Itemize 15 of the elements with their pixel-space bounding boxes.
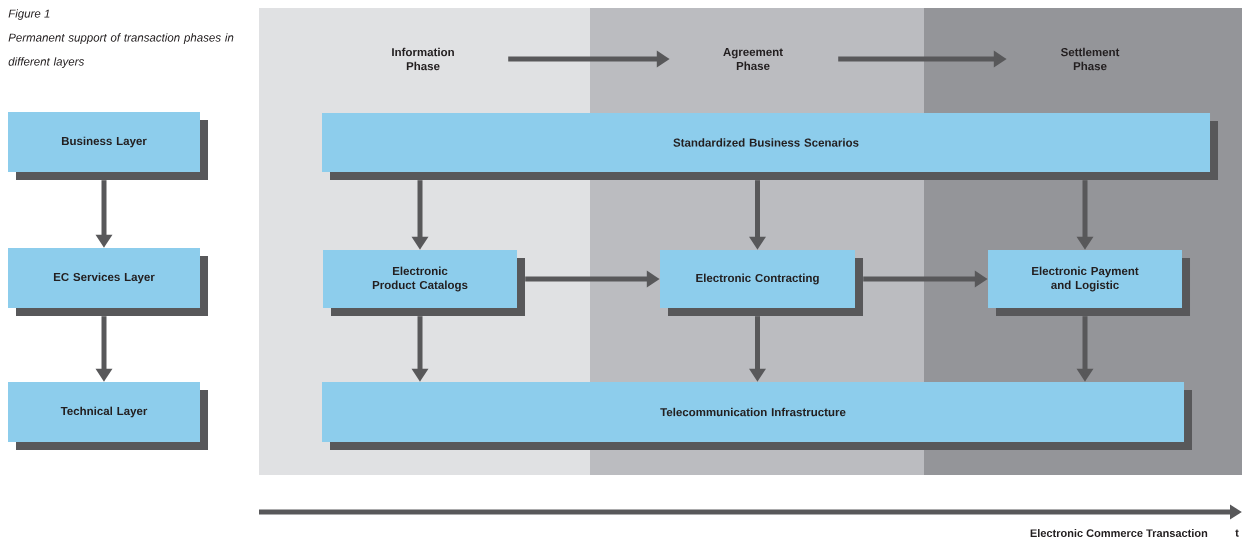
process-box: Technical Layer: [8, 382, 208, 450]
process-box: Standardized Business Scenarios: [322, 113, 1218, 180]
phase-label: Information Phase: [392, 47, 454, 71]
process-box: Electronic Product Catalogs: [323, 250, 525, 316]
axis-label: t: [1235, 529, 1239, 537]
figure-title: Figure 1: [8, 9, 50, 20]
process-box: EC Services Layer: [8, 248, 208, 316]
process-box: Electronic Contracting: [660, 250, 863, 316]
process-box: Telecommunication Infrastructure: [322, 382, 1192, 450]
phase-label: Settlement Phase: [1060, 47, 1120, 71]
process-box: Business Layer: [8, 112, 208, 180]
figure-caption: Permanent support of transaction phases in different layers: [8, 33, 234, 68]
process-box: Electronic Payment and Logistic: [988, 250, 1190, 316]
phase-label: Agreement Phase: [723, 48, 783, 70]
axis-label: Electronic Commerce Transaction: [1030, 528, 1208, 538]
